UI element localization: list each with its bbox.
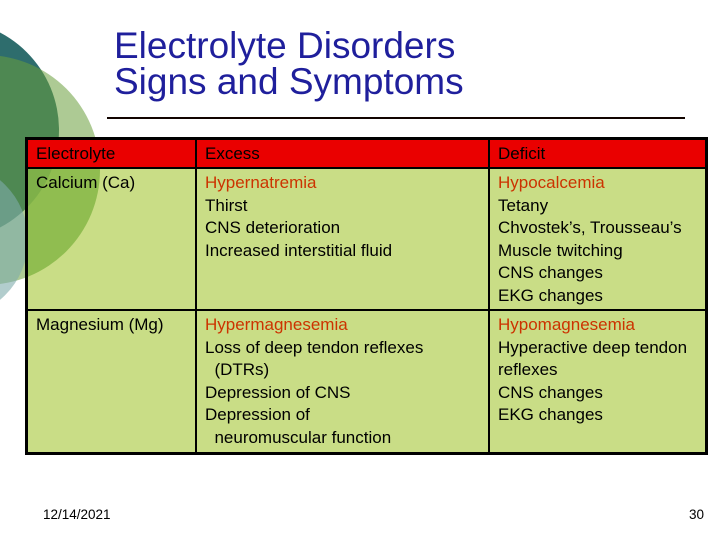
symptom-line: EKG changes — [498, 285, 603, 305]
electrolyte-cell: Calcium (Ca) — [26, 167, 197, 311]
slide-date: 12/14/2021 — [43, 507, 111, 522]
slide-title-line-2: Signs and Symptoms — [114, 61, 464, 102]
symptom-line: Tetany — [498, 195, 549, 215]
electrolyte-cell: Magnesium (Mg) — [26, 309, 197, 454]
symptom-line: Hypermagnesemia — [205, 315, 348, 334]
symptom-line: Chvostek’s, Trousseau’s — [498, 218, 682, 237]
table-header-row: Electrolyte Excess Deficit — [26, 138, 707, 169]
symptom-line: Hypomagnesemia — [498, 315, 636, 334]
slide-title: Electrolyte Disorders Signs and Symptoms — [114, 25, 464, 102]
electrolyte-name: Magnesium (Mg) — [36, 315, 164, 334]
symptom-line: EKG changes — [498, 405, 603, 424]
slide-title-line-1: Electrolyte Disorders — [114, 25, 456, 66]
symptom-line: Depression of CNS — [205, 382, 351, 402]
symptom-line: Hypernatremia — [205, 173, 317, 192]
title-underline — [107, 117, 685, 119]
symptom-line: Loss of deep tendon reflexes (DTRs) — [205, 337, 424, 380]
symptom-line: Hypocalcemia — [498, 173, 605, 192]
symptom-line: Hyperactive deep tendon reflexes — [498, 337, 688, 380]
page-number: 30 — [688, 507, 704, 522]
header-electrolyte: Electrolyte — [26, 138, 197, 169]
symptom-line: Depression of neuromuscular function — [205, 405, 392, 447]
header-excess: Excess — [195, 138, 490, 169]
symptom-line: Thirst — [205, 195, 248, 215]
symptom-line: CNS changes — [498, 382, 603, 402]
symptom-line: CNS changes — [498, 263, 603, 282]
electrolyte-name: Calcium (Ca) — [36, 173, 136, 192]
symptom-line: Muscle twitching — [498, 240, 623, 260]
symptom-line: CNS deterioration — [205, 218, 341, 237]
symptom-line: Increased interstitial fluid — [205, 240, 393, 260]
electrolyte-table: Electrolyte Excess Deficit Calcium (Ca) H… — [26, 138, 707, 454]
symptoms-table: Electrolyte Excess Deficit Calcium (Ca) H… — [25, 137, 708, 455]
header-deficit: Deficit — [488, 138, 707, 169]
